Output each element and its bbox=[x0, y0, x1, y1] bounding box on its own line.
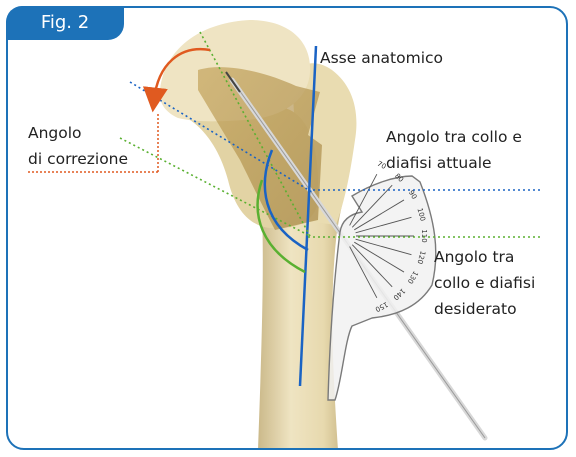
current-angle-label-line1: Angolo tra collo e bbox=[386, 126, 522, 148]
anatomic-axis-label: Asse anatomico bbox=[320, 47, 443, 69]
figure-tab: Fig. 2 bbox=[6, 6, 124, 40]
desired-angle-label-line2: collo e diafisi bbox=[434, 272, 535, 294]
desired-angle-label-line1: Angolo tra bbox=[434, 246, 514, 268]
protractor-scale-label: 110 bbox=[420, 229, 428, 242]
current-angle-label-line2: diafisi attuale bbox=[386, 152, 492, 174]
desired-angle-label-line3: desiderato bbox=[434, 298, 517, 320]
correction-angle-label-line2: di correzione bbox=[28, 148, 128, 170]
correction-angle-label-line1: Angolo bbox=[28, 122, 82, 144]
